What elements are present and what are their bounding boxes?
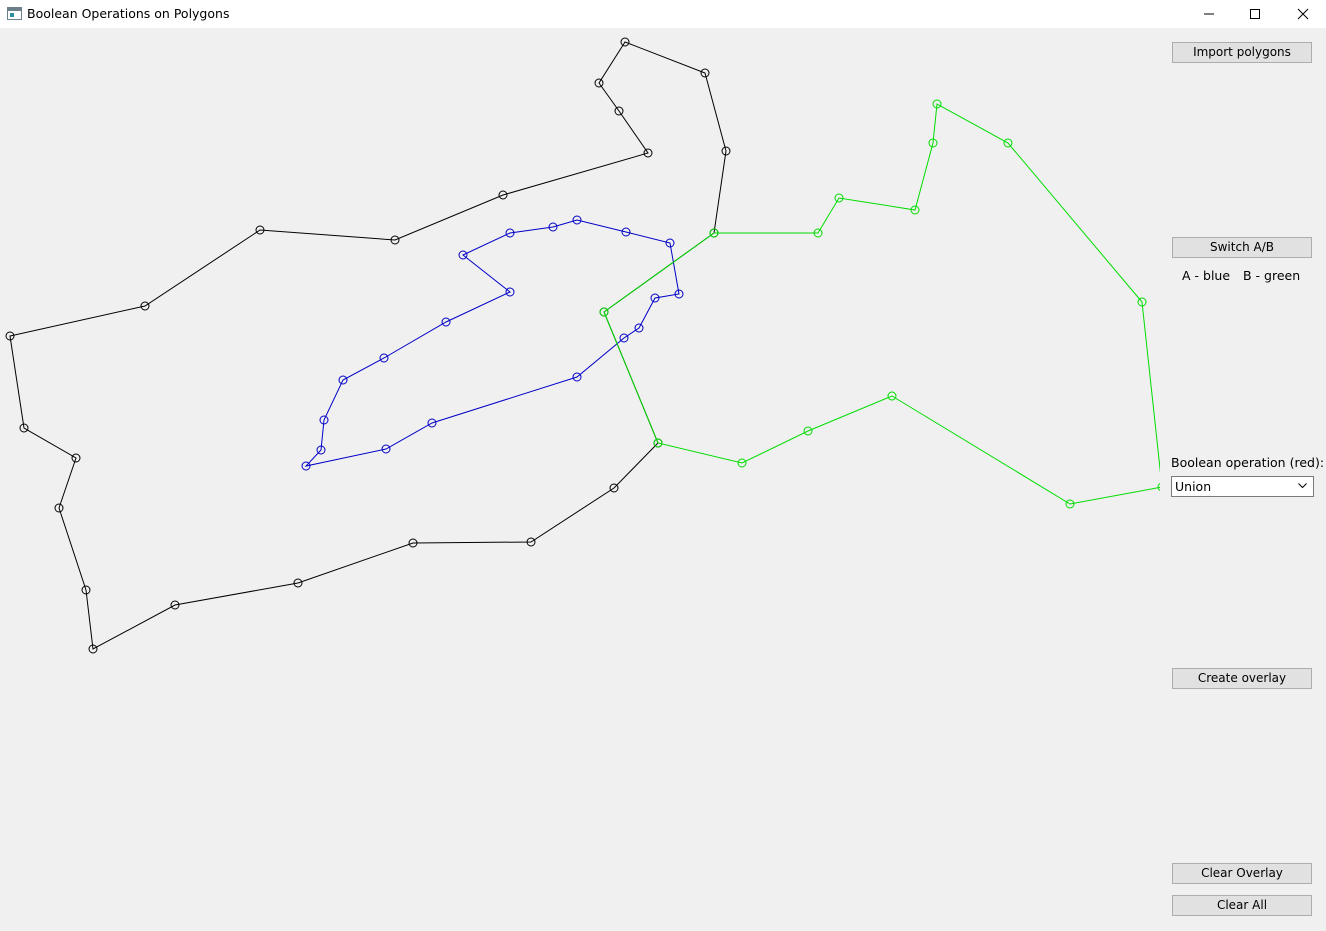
clear-all-button[interactable]: Clear All	[1172, 895, 1312, 916]
polygon-b-vertex[interactable]	[1137, 297, 1147, 307]
polygon-b-vertex[interactable]	[803, 426, 813, 436]
polygon-b-vertex[interactable]	[653, 438, 663, 448]
polygon-a-vertex[interactable]	[427, 418, 437, 428]
polygon-a-vertex[interactable]	[379, 353, 389, 363]
window-title: Boolean Operations on Polygons	[27, 6, 230, 21]
close-button[interactable]	[1280, 0, 1326, 28]
polygon-a-vertex[interactable]	[381, 444, 391, 454]
outer-polygon-vertex[interactable]	[81, 585, 91, 595]
create-overlay-button[interactable]: Create overlay	[1172, 668, 1312, 689]
polygon-a-vertex[interactable]	[650, 293, 660, 303]
chevron-down-icon	[1298, 483, 1307, 489]
boolean-operation-value: Union	[1175, 479, 1212, 494]
minimize-button[interactable]	[1186, 0, 1232, 28]
polygon-a-vertex[interactable]	[319, 415, 329, 425]
polygon-b-vertex[interactable]	[910, 205, 920, 215]
polygon-a-outline	[304, 219, 680, 467]
boolean-operation-label: Boolean operation (red):	[1171, 455, 1325, 470]
outer-polygon-vertex[interactable]	[170, 600, 180, 610]
polygon-b-vertex[interactable]	[599, 307, 609, 317]
polygon-a-vertex[interactable]	[674, 289, 684, 299]
polygon-a-vertex[interactable]	[505, 228, 515, 238]
maximize-button[interactable]	[1232, 0, 1278, 28]
polygon-a-vertex[interactable]	[441, 317, 451, 327]
outer-polygon-vertex[interactable]	[293, 578, 303, 588]
polygon-b-vertex[interactable]	[1003, 138, 1013, 148]
minimize-icon	[1204, 13, 1214, 15]
outer-polygon-vertex[interactable]	[620, 37, 630, 47]
title-bar: Boolean Operations on Polygons	[0, 0, 1326, 28]
polygon-b-vertex[interactable]	[834, 193, 844, 203]
outer-polygon-vertex[interactable]	[700, 68, 710, 78]
outer-polygon-vertex[interactable]	[255, 225, 265, 235]
outer-polygon-vertex[interactable]	[643, 148, 653, 158]
legend-b-label: B - green	[1243, 268, 1301, 283]
polygon-b-vertex[interactable]	[813, 228, 823, 238]
polygon-b-vertex[interactable]	[1065, 499, 1075, 509]
outer-polygon-vertex[interactable]	[140, 301, 150, 311]
polygon-a-vertex[interactable]	[316, 445, 326, 455]
polygon-a-vertex[interactable]	[505, 287, 515, 297]
outer-polygon-vertex[interactable]	[390, 235, 400, 245]
outer-polygon-vertex[interactable]	[609, 483, 619, 493]
maximize-icon	[1250, 9, 1260, 19]
polygon-a	[301, 215, 684, 471]
polygon-a-vertex[interactable]	[621, 227, 631, 237]
polygon-a-vertex[interactable]	[572, 372, 582, 382]
polygon-a-vertex[interactable]	[634, 323, 644, 333]
outer-polygon-vertex[interactable]	[721, 146, 731, 156]
polygon-b-vertex[interactable]	[709, 228, 719, 238]
outer-polygon-outline	[9, 41, 727, 650]
polygon-a-vertex[interactable]	[619, 333, 629, 343]
polygon-a-vertex[interactable]	[301, 461, 311, 471]
outer-polygon-vertex[interactable]	[19, 423, 29, 433]
outer-polygon-vertex[interactable]	[526, 537, 536, 547]
switch-ab-button[interactable]: Switch A/B	[1172, 237, 1312, 258]
polygon-a-vertex[interactable]	[548, 222, 558, 232]
polygon-drawing[interactable]	[0, 28, 1167, 927]
outer-polygon-vertex[interactable]	[54, 503, 64, 513]
outer-polygon-vertex[interactable]	[5, 331, 15, 341]
polygon-a-vertex[interactable]	[665, 238, 675, 248]
outer-polygon-vertex[interactable]	[614, 106, 624, 116]
app-window-icon	[7, 7, 22, 20]
polygon-b-vertex[interactable]	[737, 458, 747, 468]
import-polygons-button[interactable]: Import polygons	[1172, 42, 1312, 63]
outer-polygon-vertex[interactable]	[88, 644, 98, 654]
polygon-b-vertex[interactable]	[928, 138, 938, 148]
polygon-a-vertex[interactable]	[572, 215, 582, 225]
outer-polygon	[5, 37, 731, 654]
outer-polygon-vertex[interactable]	[498, 190, 508, 200]
polygon-b-outline	[603, 103, 1163, 505]
polygon-b	[599, 99, 1167, 509]
outer-polygon-vertex[interactable]	[408, 538, 418, 548]
polygon-a-vertex[interactable]	[338, 375, 348, 385]
legend-a-label: A - blue	[1182, 268, 1231, 283]
polygon-canvas[interactable]	[0, 28, 1167, 927]
close-icon	[1297, 8, 1309, 20]
polygon-b-vertex[interactable]	[887, 391, 897, 401]
clear-overlay-button[interactable]: Clear Overlay	[1172, 863, 1312, 884]
boolean-operation-select[interactable]: Union	[1171, 476, 1314, 497]
outer-polygon-vertex[interactable]	[71, 453, 81, 463]
polygon-b-vertex[interactable]	[932, 99, 942, 109]
polygon-a-vertex[interactable]	[458, 250, 468, 260]
outer-polygon-vertex[interactable]	[594, 78, 604, 88]
